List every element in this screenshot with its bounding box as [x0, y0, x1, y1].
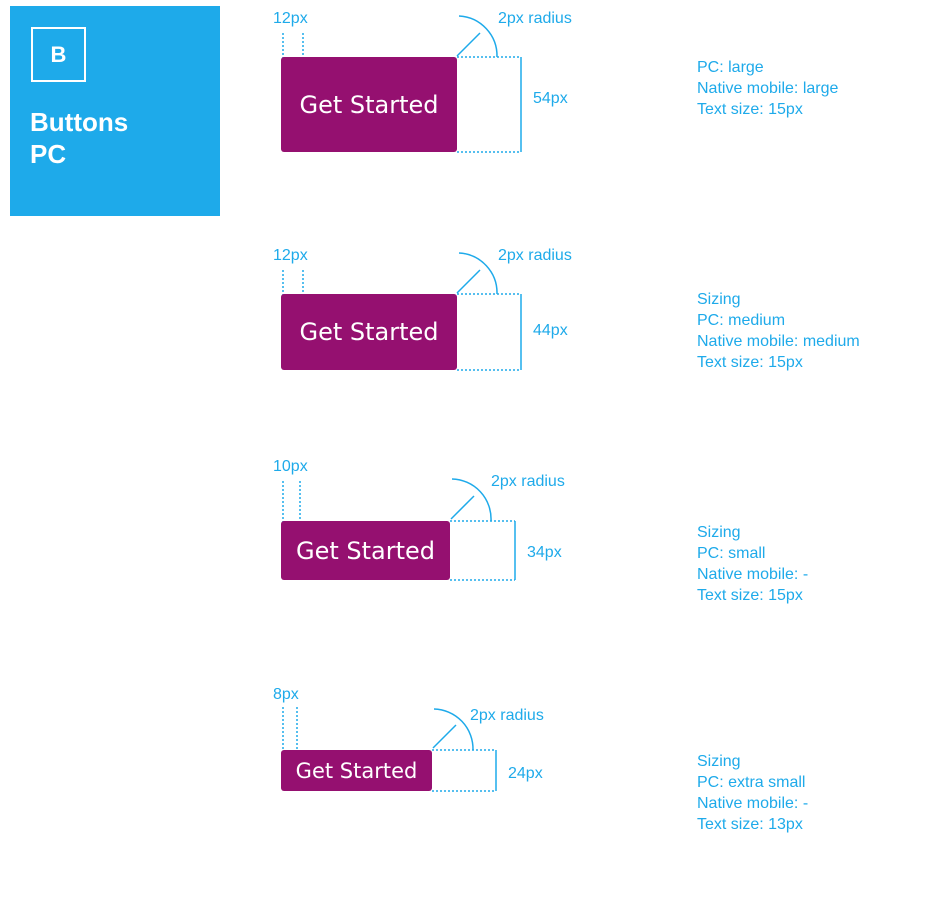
radius-pointer: [432, 724, 457, 749]
radius-arc: [433, 708, 474, 751]
radius-arc: [458, 15, 498, 58]
spec-line: Sizing: [697, 524, 741, 541]
radius-arc: [451, 478, 492, 522]
height-label: 54px: [533, 90, 568, 107]
radius-label: 2px radius: [498, 10, 572, 27]
spec-line: Native mobile: medium: [697, 333, 860, 350]
get-started-button-small[interactable]: Get Started: [281, 521, 450, 580]
get-started-button-large[interactable]: Get Started: [281, 57, 457, 152]
section-badge-card: B Buttons PC: [10, 6, 220, 216]
spec-line: PC: extra small: [697, 774, 806, 791]
padding-label: 12px: [273, 10, 308, 27]
height-label: 34px: [527, 544, 562, 561]
radius-label: 2px radius: [498, 247, 572, 264]
spec-block-small: Sizing PC: small Native mobile: - Text s…: [697, 522, 808, 606]
height-label: 24px: [508, 765, 543, 782]
padding-label: 12px: [273, 247, 308, 264]
get-started-button-medium[interactable]: Get Started: [281, 294, 457, 370]
spec-line: Text size: 13px: [697, 816, 803, 833]
spec-line: Text size: 15px: [697, 101, 803, 118]
spec-line: Text size: 15px: [697, 354, 803, 371]
spec-line: Native mobile: -: [697, 795, 809, 812]
get-started-button-extra-small[interactable]: Get Started: [281, 750, 432, 791]
spec-line: Sizing: [697, 291, 741, 308]
radius-pointer: [450, 495, 475, 520]
radius-pointer: [456, 32, 481, 57]
section-title-line-1: Buttons: [30, 107, 129, 137]
spec-line: Text size: 15px: [697, 587, 803, 604]
section-title: Buttons PC: [30, 106, 128, 170]
radius-arc: [458, 252, 498, 295]
spec-block-large: PC: large Native mobile: large Text size…: [697, 57, 838, 120]
radius-pointer: [456, 269, 481, 294]
spec-line: Native mobile: -: [697, 566, 809, 583]
spec-block-extra-small: Sizing PC: extra small Native mobile: - …: [697, 751, 808, 835]
spec-line: PC: small: [697, 545, 766, 562]
height-label: 44px: [533, 322, 568, 339]
spec-block-medium: Sizing PC: medium Native mobile: medium …: [697, 289, 860, 373]
section-letter-box: B: [31, 27, 86, 82]
padding-label: 10px: [273, 458, 308, 475]
spec-line: PC: large: [697, 59, 764, 76]
spec-line: Native mobile: large: [697, 80, 839, 97]
radius-label: 2px radius: [491, 473, 565, 490]
spec-line: PC: medium: [697, 312, 786, 329]
section-title-line-2: PC: [30, 139, 67, 169]
radius-label: 2px radius: [470, 707, 544, 724]
spec-line: Sizing: [697, 753, 741, 770]
padding-label: 8px: [273, 686, 299, 703]
